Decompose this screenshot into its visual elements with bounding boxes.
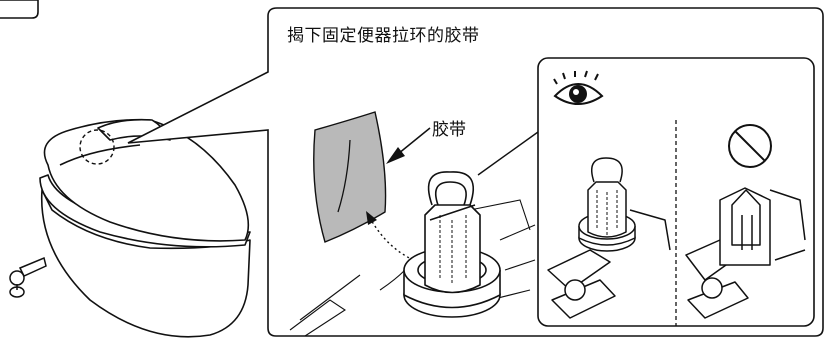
eye-icon [553, 70, 604, 105]
peel-arrowhead [366, 211, 377, 225]
tape-label: 胶带 [432, 120, 466, 140]
callout-title: 揭下固定便器拉环的胶带 [287, 26, 480, 46]
detail-pointer [477, 131, 539, 176]
tape-arrow [386, 127, 431, 164]
mechanism-background [289, 199, 536, 337]
water-connector [9, 256, 47, 298]
pull-ring-main [403, 171, 501, 318]
tape-sheet [313, 111, 387, 243]
pull-ring-wrong [685, 187, 806, 319]
pull-ring-correct [547, 157, 671, 319]
prohibited-circle-icon [728, 124, 772, 168]
corner-frame [0, 0, 39, 19]
highlight-circle [79, 129, 115, 165]
toilet-illustration [39, 118, 251, 338]
tape-crease [337, 139, 351, 213]
